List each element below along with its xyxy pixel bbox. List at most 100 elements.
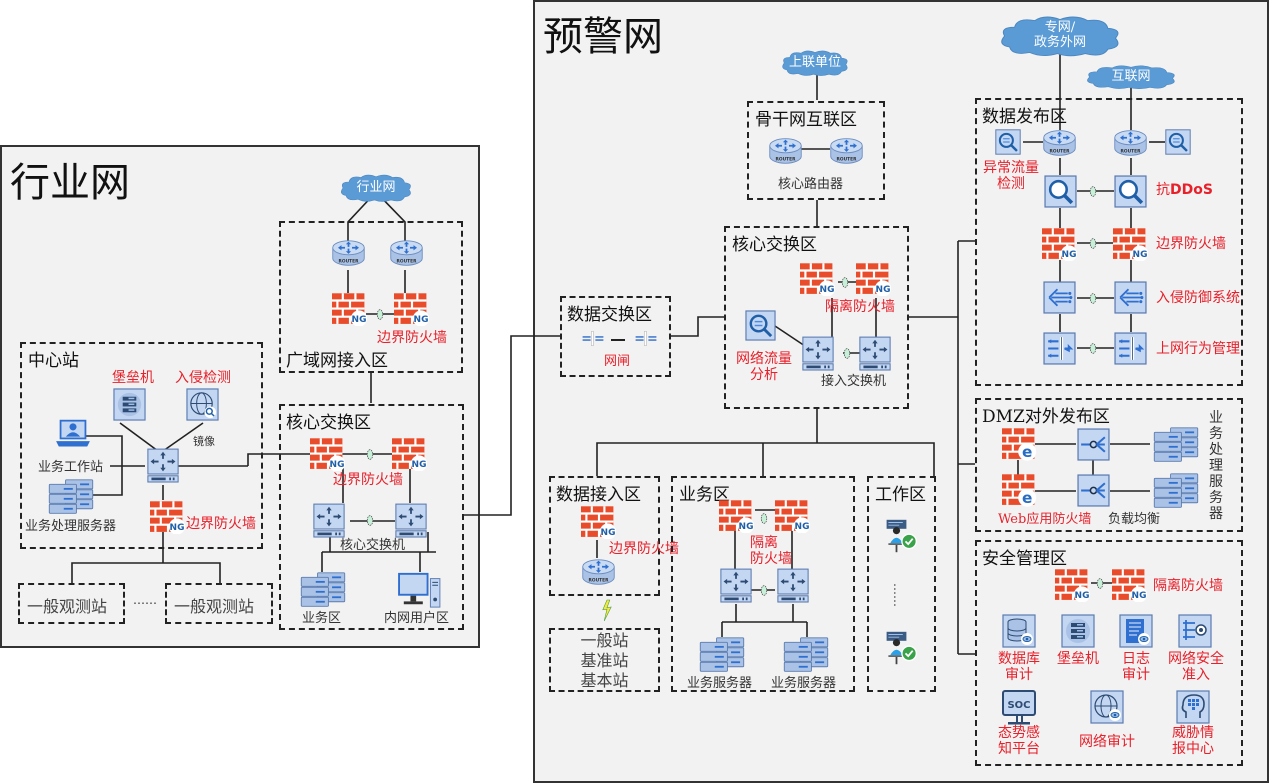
wan-access-zone xyxy=(279,221,463,373)
server-icon[interactable] xyxy=(297,571,349,609)
firewall-icon[interactable] xyxy=(394,293,430,326)
firewall-icon[interactable] xyxy=(1055,569,1091,602)
wireless-link-icon xyxy=(600,598,614,623)
threat-intel-icon[interactable] xyxy=(1176,690,1210,724)
load-balancer-icon[interactable] xyxy=(1077,428,1110,461)
firewall-icon[interactable] xyxy=(332,293,368,326)
observation-station-label: 一般观测站 xyxy=(174,597,255,616)
waf-icon[interactable] xyxy=(1002,474,1038,507)
secure-worker-icon[interactable] xyxy=(883,518,919,554)
ha-link-icon xyxy=(366,514,374,527)
observation-station-label: 一般观测站 xyxy=(27,597,108,616)
pc-icon[interactable] xyxy=(395,571,443,609)
switch-icon[interactable] xyxy=(777,568,809,604)
firewall-icon[interactable] xyxy=(775,500,811,533)
server-icon[interactable] xyxy=(45,478,97,516)
ha-link-icon xyxy=(841,276,849,289)
server-icon[interactable] xyxy=(780,636,832,674)
internet-cloud: 互联网 xyxy=(1084,64,1178,90)
ha-link-icon xyxy=(1089,342,1097,355)
warning-core-switch-zone xyxy=(724,226,909,409)
switch-icon[interactable] xyxy=(720,568,752,604)
work-zone xyxy=(867,476,936,692)
server-icon[interactable] xyxy=(696,636,748,674)
access-switch-icon[interactable] xyxy=(802,336,834,372)
anomaly-detect-icon[interactable] xyxy=(1165,129,1191,155)
firewall-icon[interactable] xyxy=(719,500,755,533)
security-mgmt-zone-title: 安全管理区 xyxy=(982,549,1067,569)
router-icon[interactable] xyxy=(1042,128,1077,158)
work-ellipsis: …… xyxy=(891,583,905,607)
firewall-icon[interactable] xyxy=(856,263,892,296)
behavior-mgmt-icon[interactable] xyxy=(1043,332,1076,365)
anti-ddos-icon[interactable] xyxy=(1114,175,1147,208)
waf-icon[interactable] xyxy=(1002,428,1038,461)
ha-link-icon xyxy=(760,584,768,597)
ha-link-icon xyxy=(1089,185,1097,198)
security-mgmt-zone xyxy=(975,540,1243,766)
bastion-host-icon[interactable] xyxy=(113,388,146,421)
anti-ddos-icon[interactable] xyxy=(1044,175,1077,208)
firewall-icon[interactable] xyxy=(1042,228,1078,261)
anomaly-detect-icon[interactable] xyxy=(995,129,1021,155)
observation-station-box[interactable] xyxy=(165,583,273,624)
backbone-zone-title: 骨干网互联区 xyxy=(755,110,857,130)
anti-ddos-label: 抗DDoS xyxy=(1156,182,1213,198)
server-icon[interactable] xyxy=(1150,472,1202,510)
access-switch-icon[interactable] xyxy=(859,336,891,372)
industry-core-switch-zone-title: 核心交换区 xyxy=(286,413,371,433)
business-server-label: 业务服务器 xyxy=(771,676,837,691)
data-exchange-zone-title: 数据交换区 xyxy=(567,305,652,325)
bastion-host-icon[interactable] xyxy=(1061,614,1095,648)
load-balancer-icon[interactable] xyxy=(1077,474,1110,507)
intrusion-detection-icon[interactable] xyxy=(186,388,219,421)
log-audit-icon[interactable] xyxy=(1119,614,1153,648)
router-icon[interactable] xyxy=(581,557,616,587)
industry-net-cloud: 行业网 xyxy=(330,173,422,203)
firewall-icon[interactable] xyxy=(150,501,186,534)
stations-box[interactable] xyxy=(549,628,660,692)
router-icon[interactable] xyxy=(768,136,803,166)
security-firewall-label: 隔离防火墙 xyxy=(1153,578,1223,594)
firewall-icon[interactable] xyxy=(392,438,428,471)
gateway-icon[interactable] xyxy=(634,330,658,347)
firewall-icon[interactable] xyxy=(800,263,836,296)
ha-link-icon xyxy=(1089,292,1097,305)
network-access-control-icon[interactable] xyxy=(1178,614,1212,648)
stations-box-lines: 一般站 基准站 基本站 xyxy=(580,631,629,690)
business-area-label: 业务区 xyxy=(302,611,342,626)
network-audit-icon[interactable] xyxy=(1090,690,1124,724)
server-icon[interactable] xyxy=(1150,426,1202,464)
firewall-icon[interactable] xyxy=(1112,569,1148,602)
router-icon[interactable] xyxy=(1113,128,1148,158)
ips-label: 入侵防御系统 xyxy=(1156,290,1240,306)
observation-station-box[interactable] xyxy=(18,583,125,624)
ips-icon[interactable] xyxy=(1114,281,1147,314)
private-gov-net-cloud: 专网/ 政务外网 xyxy=(997,14,1123,58)
firewall-icon[interactable] xyxy=(310,438,346,471)
wan-firewall-label: 边界防火墙 xyxy=(377,330,447,346)
firewall-icon[interactable] xyxy=(581,506,617,539)
security-item-label: 网络审计 xyxy=(1079,734,1135,750)
router-icon[interactable] xyxy=(829,136,864,166)
router-icon[interactable] xyxy=(389,238,424,268)
anomaly-detect-label: 异常流量 检测 xyxy=(983,160,1039,192)
db-audit-icon[interactable] xyxy=(1002,614,1036,648)
backbone-zone xyxy=(747,101,885,200)
switch-icon[interactable] xyxy=(147,448,179,484)
firewall-icon[interactable] xyxy=(1113,228,1149,261)
router-icon[interactable] xyxy=(331,238,366,268)
warning-network-panel xyxy=(533,0,1269,783)
traffic-analysis-icon[interactable] xyxy=(745,310,776,341)
gateway-icon[interactable] xyxy=(581,330,605,347)
soc-icon[interactable] xyxy=(1002,690,1036,730)
secure-worker-icon[interactable] xyxy=(883,630,919,666)
core-switch-icon[interactable] xyxy=(395,503,427,539)
core-switch-icon[interactable] xyxy=(313,503,345,539)
core-switch-label: 核心交换机 xyxy=(340,538,406,553)
ha-link-icon xyxy=(366,448,374,461)
ips-icon[interactable] xyxy=(1043,281,1076,314)
workstation-laptop-icon[interactable] xyxy=(55,418,91,450)
behavior-mgmt-icon[interactable] xyxy=(1114,332,1147,365)
